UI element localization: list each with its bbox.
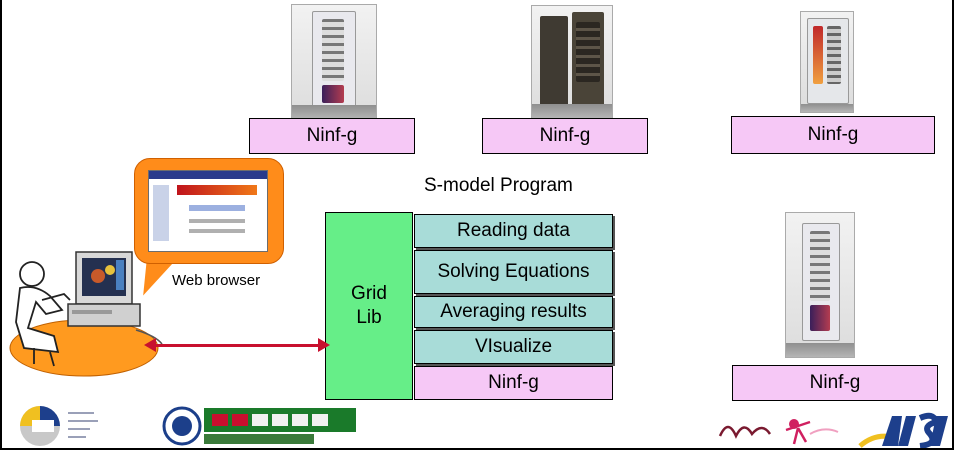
ninf-g-box: Ninf-g	[249, 118, 415, 154]
frame-bottom-border	[0, 448, 954, 450]
step-label: VIsualize	[474, 336, 553, 357]
ninf-g-label: Ninf-g	[306, 125, 358, 146]
ninf-g-box: Ninf-g	[414, 366, 613, 400]
step-box: Solving Equations	[414, 250, 613, 294]
server-rack-photo	[785, 212, 855, 358]
step-label: Solving Equations	[437, 261, 590, 282]
ninf-g-label: Ninf-g	[807, 124, 859, 145]
ninf-g-label: Ninf-g	[488, 372, 539, 393]
ninf-g-box: Ninf-g	[731, 116, 935, 154]
web-browser-label: Web browser	[172, 272, 261, 289]
ninf-g-label: Ninf-g	[809, 372, 861, 393]
arrow-head-right	[318, 338, 330, 352]
web-browser-screenshot	[148, 170, 268, 252]
step-box: Reading data	[414, 214, 613, 248]
grid-lib-box: Grid Lib	[325, 212, 413, 400]
server-rack-photo	[531, 5, 613, 119]
ninf-g-box: Ninf-g	[732, 365, 938, 401]
arrow-head-left	[144, 338, 156, 352]
aist-logo	[858, 412, 948, 448]
server-rack-photo	[291, 4, 377, 120]
step-box: VIsualize	[414, 330, 613, 364]
grid-lib-label-line2: Lib	[356, 307, 382, 328]
user-workstation-icon	[9, 251, 163, 377]
gtrc-logo	[20, 406, 98, 446]
frame-left-border	[0, 0, 2, 450]
ninf-g-label: Ninf-g	[539, 125, 591, 146]
grid-lib-label-line1: Grid	[351, 283, 387, 304]
step-label: Averaging results	[440, 301, 587, 322]
server-rack-photo	[800, 11, 854, 113]
apgrid-logo	[162, 406, 356, 446]
frame-right-border	[952, 0, 954, 450]
step-box: Averaging results	[414, 296, 613, 328]
program-title: S-model Program	[424, 175, 573, 196]
step-label: Reading data	[456, 220, 571, 241]
connection-arrow	[152, 344, 322, 347]
ninf-logo	[718, 419, 839, 445]
ninf-g-box: Ninf-g	[482, 118, 648, 154]
